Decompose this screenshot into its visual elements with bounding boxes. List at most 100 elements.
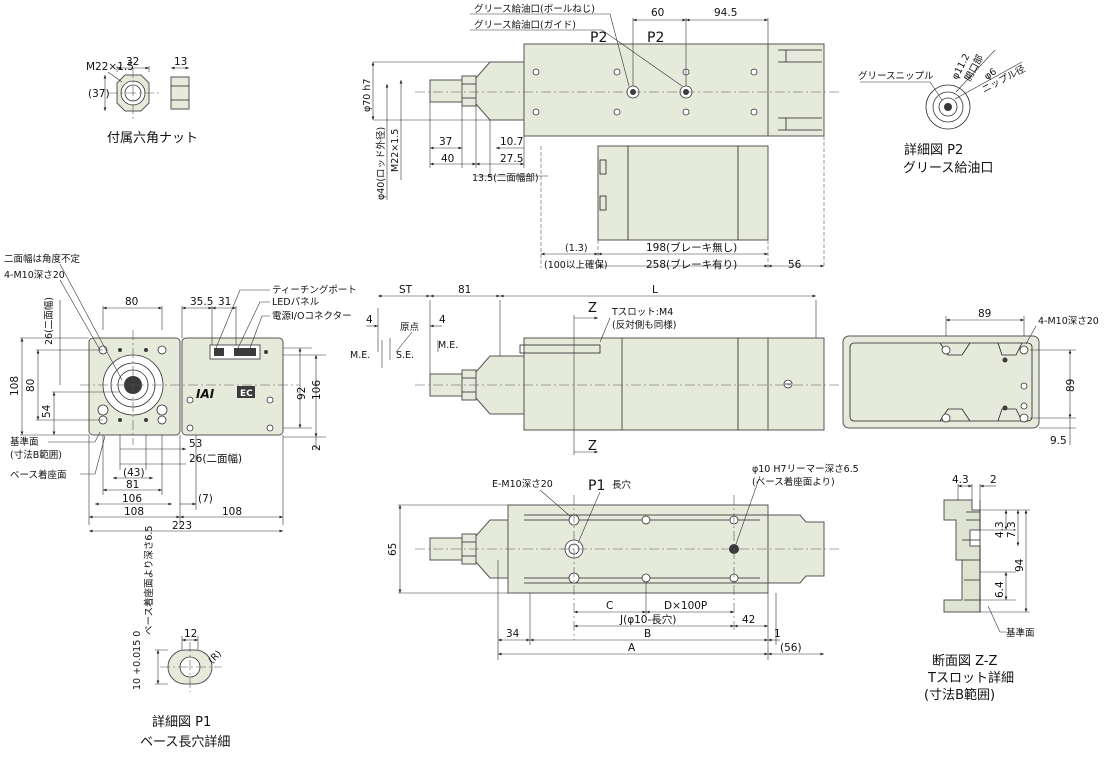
nut-thread-label: M22×1.5 [86, 61, 134, 73]
dim-C: C [606, 600, 613, 612]
dim-1: 1 [774, 628, 781, 640]
label-reamer-note: (ベース着座面より) [752, 476, 835, 488]
dim-60: 60 [651, 7, 664, 19]
dim-10-7: 10.7 [500, 136, 523, 148]
dim-phi70: φ70 h7 [362, 79, 373, 112]
detail-p2-subtitle: グリース給油口 [903, 161, 993, 176]
label-p2-a: P2 [590, 30, 607, 46]
section-z-z: 4.3 2 4.3 7.3 94 6.4 基準面 断面図 Z-Z Tスロット詳細… [924, 474, 1035, 703]
detail-p2: グリースニップル φ11.2 開口部 φ6 ニップル径 詳細図 P2 グリース給… [858, 49, 1028, 176]
dim-2-top: 2 [990, 474, 997, 486]
label-m10-front: 4-M10深さ20 [4, 270, 65, 281]
label-em10: E-M10深さ20 [492, 479, 553, 490]
dim-Dx100P: D×100P [664, 600, 707, 612]
label-long-hole: 長穴 [612, 479, 632, 491]
section-note: (寸法B範囲) [924, 688, 995, 703]
dim-31: 31 [218, 296, 231, 308]
label-tslot-note: (反対側も同様) [612, 319, 676, 331]
label-grease-nipple: グリースニップル [858, 70, 934, 82]
dim-J: J(φ10-長穴) [619, 613, 676, 626]
dim-m22: M22×1.5 [390, 129, 401, 172]
label-ref-face: 基準面 [10, 436, 39, 448]
label-p1: P1 [588, 478, 605, 494]
dim-34: 34 [506, 628, 520, 640]
hex-nut-side [170, 76, 190, 110]
dim-4-3-top: 4.3 [952, 474, 969, 486]
section-subtitle: Tスロット詳細 [927, 670, 1014, 686]
dim-26-flat-v: 26(二面幅) [43, 297, 55, 345]
dim-2-v: 2 [311, 444, 323, 451]
label-ref-face-section: 基準面 [1006, 627, 1035, 639]
front-view: IAI EC 80 35.5 31 ティーチングポート LEDパネル 電源I/O… [4, 253, 357, 533]
detail-p1-title: 詳細図 P1 [152, 714, 211, 730]
dim-43: (43) [123, 467, 145, 479]
dim-L: L [652, 284, 658, 296]
dim-1-3: (1.3) [565, 243, 588, 254]
dim-7: (7) [198, 493, 213, 505]
dim-81-side: 81 [458, 284, 471, 296]
dim-13-5: 13.5(二面幅部) [472, 172, 539, 184]
dim-B: B [644, 628, 651, 640]
detail-p1: 12 (R) 10 +0.015 0 ベース着座面より深さ6.5 詳細図 P1 … [132, 526, 230, 750]
actuator-body-top [523, 43, 769, 137]
bottom-view: E-M10深さ20 P1 長穴 φ10 H7リーマー深さ6.5 (ベース着座面よ… [387, 464, 859, 660]
label-p2-b: P2 [647, 30, 664, 46]
dim-56-top: 56 [788, 259, 802, 271]
dim-7-3-v: 7.3 [1006, 521, 1018, 538]
dim-37: 37 [439, 136, 452, 148]
label-origin: 原点 [400, 322, 420, 333]
top-side-view: 60 94.5 グリース給油口(ボールねじ) グリース給油口(ガイド) P2 P… [362, 3, 840, 271]
dim-100: (100以上確保) [544, 259, 608, 271]
label-se: S.E. [396, 350, 414, 361]
label-m10-end: 4-M10深さ20 [1038, 316, 1099, 327]
label-power-connector: 電源I/Oコネクター [272, 311, 352, 322]
dim-9-5: 9.5 [1050, 435, 1067, 447]
dim-26-flat: 26(二面幅) [189, 452, 242, 465]
dim-94-5: 94.5 [714, 7, 737, 19]
nut-title: 付属六角ナット [107, 131, 198, 146]
dim-65: 65 [387, 543, 399, 556]
dim-106-v: 106 [311, 380, 323, 400]
dim-40: 40 [441, 153, 454, 165]
section-z-top: Z [588, 301, 597, 316]
end-cap-top [767, 43, 825, 137]
label-reamer: φ10 H7リーマー深さ6.5 [752, 464, 859, 475]
dim-27-5: 27.5 [500, 153, 523, 165]
middle-side-view: Z Z Tスロット:M4 (反対側も同様) ST 81 L 4 4 原点 M.E… [350, 284, 840, 455]
dim-89-v: 89 [1065, 379, 1077, 392]
dim-92-v: 92 [296, 387, 308, 400]
section-title: 断面図 Z-Z [932, 654, 998, 669]
label-grease-ball: グリース給油口(ボールねじ) [474, 3, 595, 15]
actuator-body-mid [523, 337, 623, 431]
dim-108-b: 108 [222, 506, 242, 518]
dim-108-a: 108 [124, 506, 144, 518]
logo-iai: IAI [196, 387, 215, 401]
nut-height-label: (37) [88, 88, 110, 100]
dim-42: 42 [742, 614, 755, 626]
dim-80-top: 80 [125, 296, 138, 308]
dim-35-5: 35.5 [190, 296, 213, 308]
motor-housing-top [597, 145, 769, 241]
dim-A: A [628, 642, 636, 654]
nut-width-label: 32 [126, 56, 139, 68]
hex-nut-view: M22×1.5 32 13 (37) 付属六角ナット [86, 56, 198, 146]
label-me-left: M.E. [350, 350, 370, 361]
detail-p1-subtitle: ベース長穴詳細 [140, 734, 230, 750]
dim-258: 258(ブレーキ有り) [646, 258, 737, 271]
label-base-face: ベース着座面 [10, 469, 67, 481]
label-flat-undefined: 二面幅は角度不定 [4, 253, 81, 265]
logo-ec: EC [240, 389, 253, 399]
front-controller [181, 337, 284, 436]
dim-108-v: 108 [9, 376, 21, 396]
dim-4-3-v: 4.3 [994, 521, 1006, 538]
dim-198: 198(ブレーキ無し) [646, 241, 737, 254]
dim-80-v: 80 [25, 379, 37, 392]
nut-thickness-label: 13 [174, 56, 187, 68]
dim-94-v: 94 [1014, 558, 1026, 572]
label-depth: ベース着座面より深さ6.5 [143, 526, 155, 635]
label-led-panel: LEDパネル [272, 297, 320, 308]
dim-89-end: 89 [978, 308, 991, 320]
label-teaching-port: ティーチングポート [272, 284, 357, 296]
dim-53: 53 [189, 438, 202, 450]
